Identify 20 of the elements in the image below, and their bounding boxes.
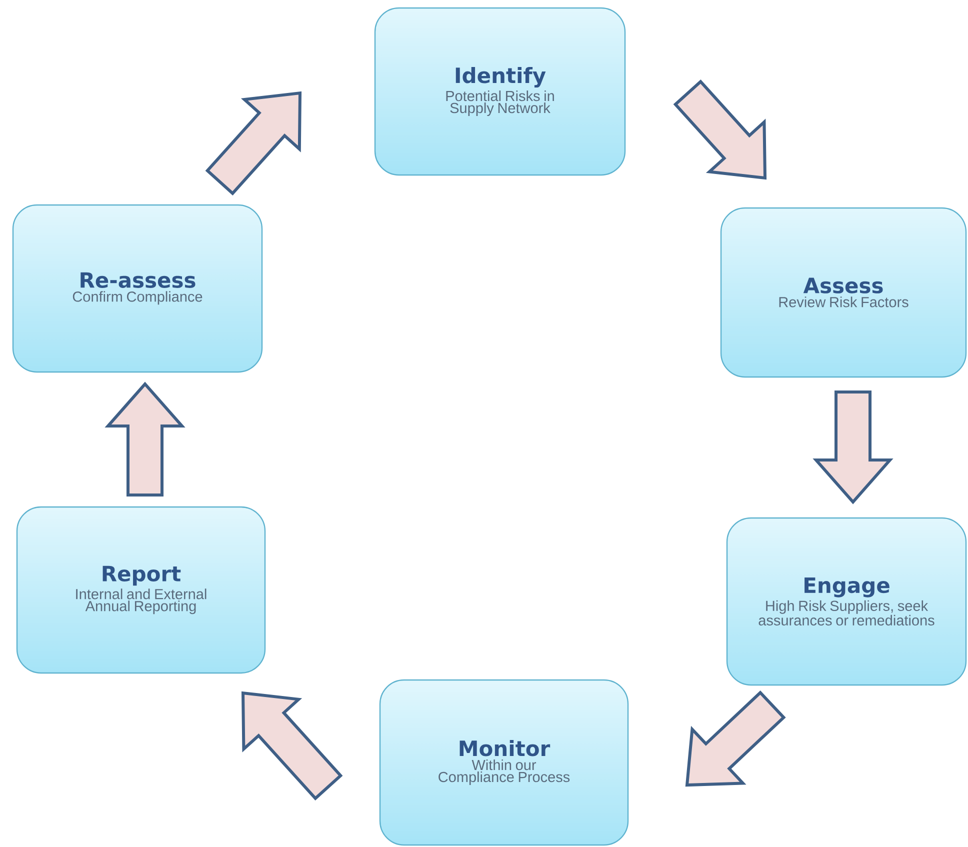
block-arrow [812, 390, 894, 504]
step-description: High Risk Suppliers, seek assurances or remediations [758, 600, 934, 626]
step-description: Within our Compliance Process [438, 759, 570, 785]
process-box [379, 679, 629, 846]
process-box [720, 207, 967, 378]
step-title: Re-assess [80, 272, 196, 288]
step-description: Confirm Compliance [72, 291, 202, 305]
process-box [726, 517, 967, 686]
step-description: Review Risk Factors [779, 296, 908, 308]
step-title: Assess [803, 278, 883, 294]
process-box [12, 204, 263, 373]
step-title: Report [102, 566, 181, 586]
step-title: Identify [456, 67, 546, 88]
step-description: Internal and External Annual Reporting [76, 588, 206, 614]
step-title: Monitor [460, 740, 550, 756]
process-box [16, 506, 266, 674]
step-description: Potential Risks in Supply Network [446, 90, 554, 116]
block-arrow [104, 382, 186, 496]
step-title: Engage [804, 578, 890, 598]
process-box [374, 7, 626, 176]
